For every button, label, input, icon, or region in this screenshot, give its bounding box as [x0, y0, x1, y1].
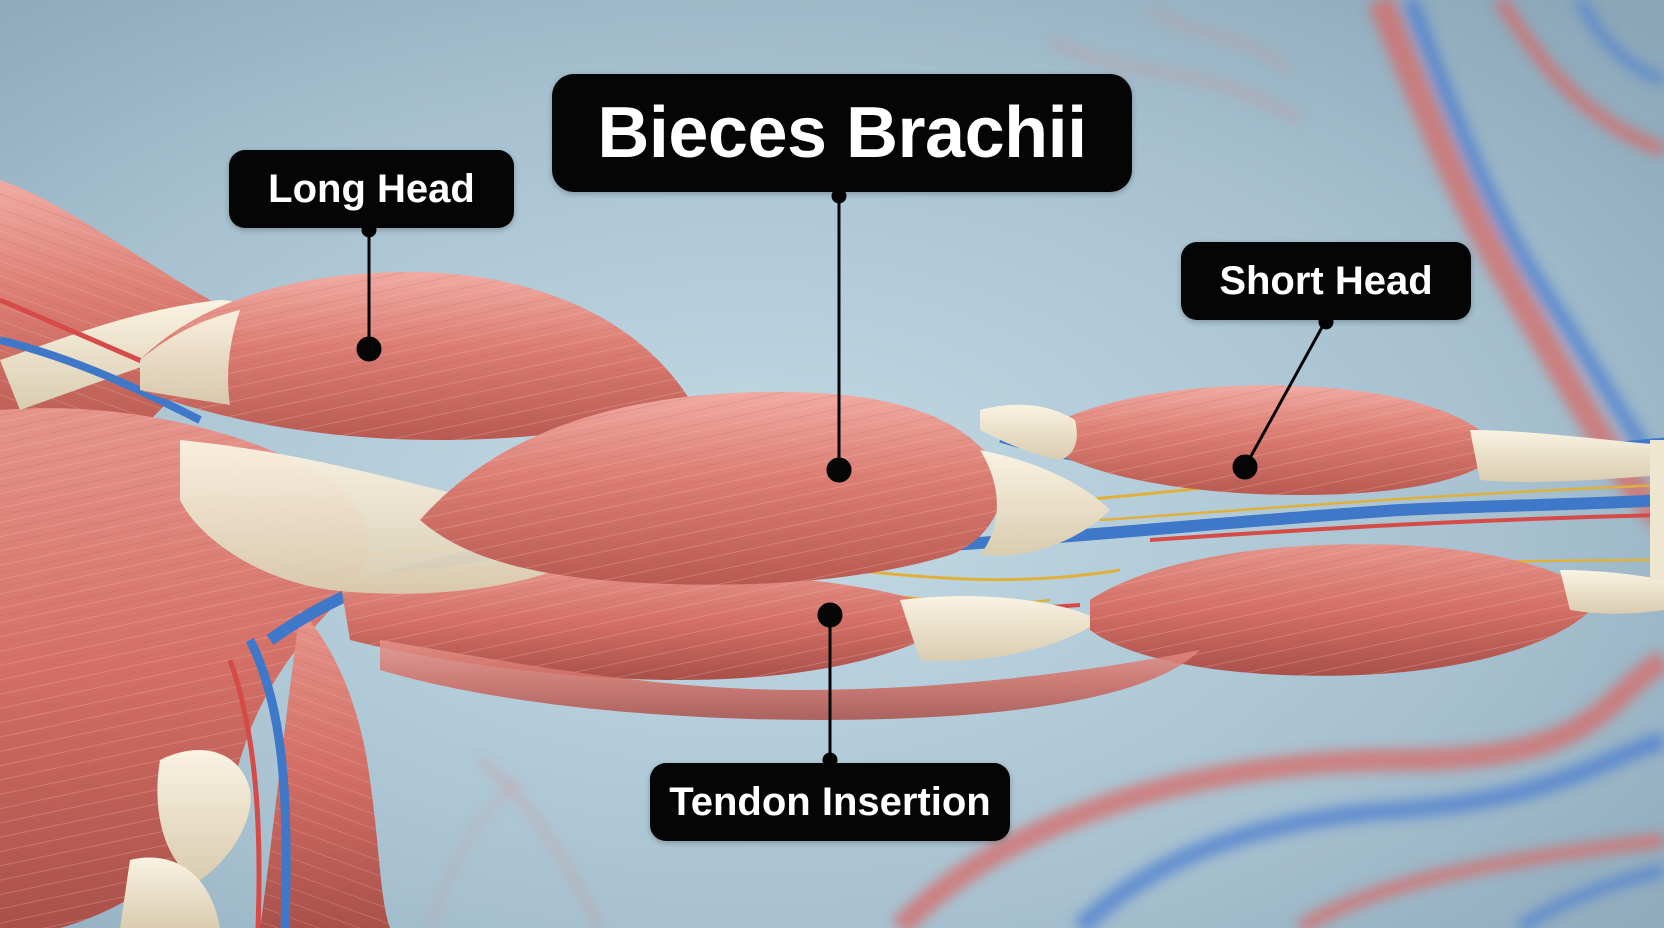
diagram-title: Bieces Brachii: [552, 74, 1132, 192]
forearm-muscle: [1090, 440, 1664, 676]
label-tendon-insertion: Tendon Insertion: [650, 763, 1010, 841]
leader-line-short-head: [1243, 319, 1328, 468]
biceps-belly: [420, 391, 1110, 585]
anchor-dot-long-head: [356, 336, 382, 362]
short-head-muscle: [980, 385, 1664, 495]
central-muscle: [180, 440, 580, 594]
long-head-muscle: [140, 271, 690, 440]
lower-band: [380, 640, 1200, 720]
leader-lines: [356, 188, 1334, 768]
anchor-dot-tendon: [817, 602, 843, 628]
lower-muscle: [340, 564, 1100, 680]
background-vessels: [428, 0, 1664, 928]
label-long-head: Long Head: [229, 150, 514, 228]
anchor-dot-short-head: [1232, 454, 1258, 480]
anchor-dot-title: [826, 457, 852, 483]
label-short-head: Short Head: [1181, 242, 1471, 320]
